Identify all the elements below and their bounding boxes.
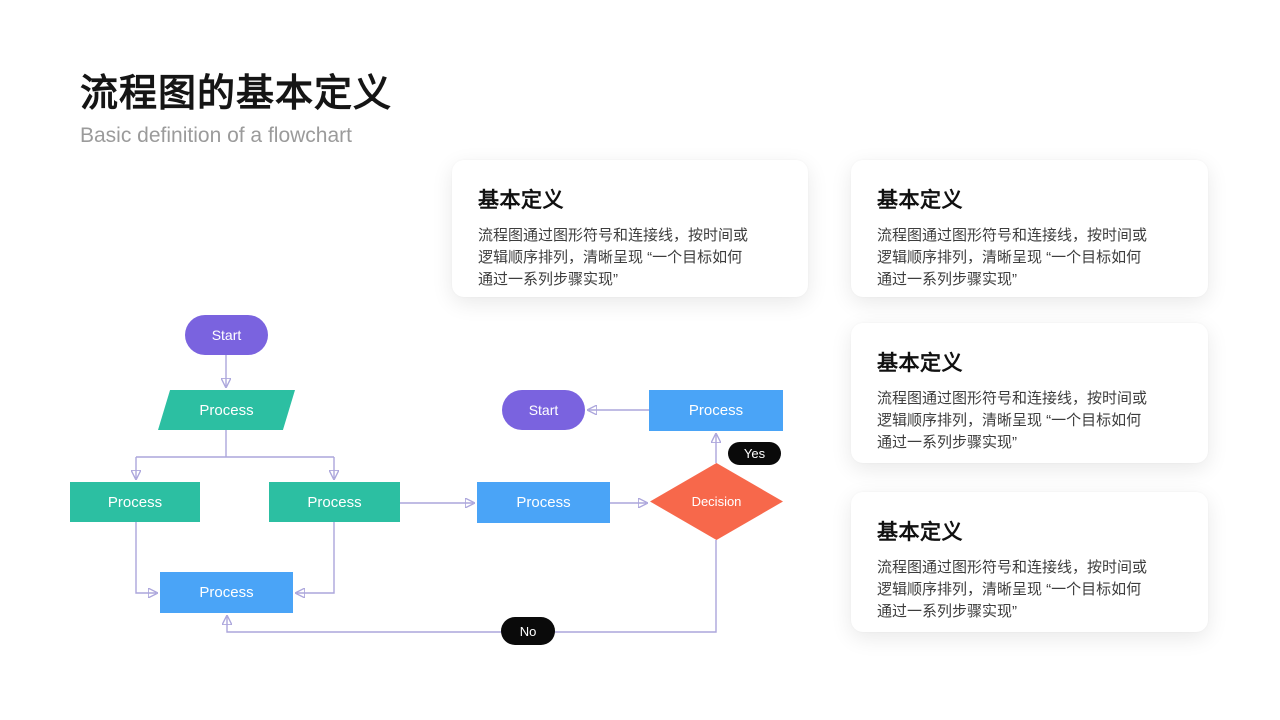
flow-node-label: Process — [199, 401, 254, 419]
card-title: 基本定义 — [877, 521, 963, 544]
card-body-line: 流程图通过图形符号和连接线，按时间或 — [877, 559, 1148, 576]
definition-card: 基本定义 流程图通过图形符号和连接线，按时间或 逻辑顺序排列，清晰呈现 “一个目… — [452, 160, 808, 297]
card-body-line: 逻辑顺序排列，清晰呈现 “一个目标如何 — [478, 249, 743, 266]
flow-node-process-mid: Process — [477, 482, 610, 523]
flow-node-label: Start — [528, 402, 559, 418]
card-body-line: 通过一系列步骤实现” — [478, 271, 618, 288]
page-title: 流程图的基本定义 — [80, 73, 393, 115]
page-subtitle: Basic definition of a flowchart — [80, 124, 352, 147]
card-body-line: 通过一系列步骤实现” — [877, 271, 1017, 288]
connector-teal-right-to-bottom-process — [297, 522, 335, 593]
card-body-line: 通过一系列步骤实现” — [877, 603, 1017, 620]
flow-node-start: Start — [185, 315, 268, 355]
flow-node-label: Start — [211, 327, 242, 343]
branch-label-no: No — [501, 617, 555, 645]
card-body-line: 流程图通过图形符号和连接线，按时间或 — [478, 227, 749, 244]
flow-node-decision: Decision — [650, 463, 783, 540]
branch-label-text: Yes — [743, 446, 766, 461]
card-body-line: 逻辑顺序排列，清晰呈现 “一个目标如何 — [877, 249, 1142, 266]
flow-node-process-right: Process — [269, 482, 400, 522]
card-title: 基本定义 — [877, 352, 963, 375]
flow-node-process-top-right: Process — [649, 390, 783, 431]
definition-card: 基本定义 流程图通过图形符号和连接线，按时间或 逻辑顺序排列，清晰呈现 “一个目… — [851, 492, 1208, 632]
card-title: 基本定义 — [877, 189, 963, 212]
flow-node-start-right: Start — [502, 390, 585, 430]
card-body-line: 逻辑顺序排列，清晰呈现 “一个目标如何 — [877, 581, 1142, 598]
card-title: 基本定义 — [478, 189, 564, 212]
flow-node-process-parallelogram: Process — [158, 390, 295, 430]
flow-node-label: Process — [516, 494, 571, 511]
card-body-line: 通过一系列步骤实现” — [877, 434, 1017, 451]
definition-card: 基本定义 流程图通过图形符号和连接线，按时间或 逻辑顺序排列，清晰呈现 “一个目… — [851, 323, 1208, 463]
definition-card: 基本定义 流程图通过图形符号和连接线，按时间或 逻辑顺序排列，清晰呈现 “一个目… — [851, 160, 1208, 297]
flow-node-label: Process — [199, 584, 254, 601]
flow-node-label: Process — [107, 493, 163, 511]
card-body-line: 流程图通过图形符号和连接线，按时间或 — [877, 390, 1148, 407]
branch-label-text: No — [519, 623, 537, 639]
connector-decision-no-loop — [227, 540, 717, 633]
flow-node-label: Decision — [691, 493, 742, 509]
connector-teal-left-to-bottom-process — [135, 522, 156, 593]
flow-node-process-left: Process — [70, 482, 200, 522]
card-body-line: 逻辑顺序排列，清晰呈现 “一个目标如何 — [877, 412, 1142, 429]
branch-label-yes: Yes — [728, 442, 781, 465]
card-body-line: 流程图通过图形符号和连接线，按时间或 — [877, 227, 1148, 244]
flow-node-label: Process — [688, 402, 744, 419]
flow-node-process-bottom: Process — [160, 572, 293, 613]
flow-node-label: Process — [307, 493, 362, 511]
